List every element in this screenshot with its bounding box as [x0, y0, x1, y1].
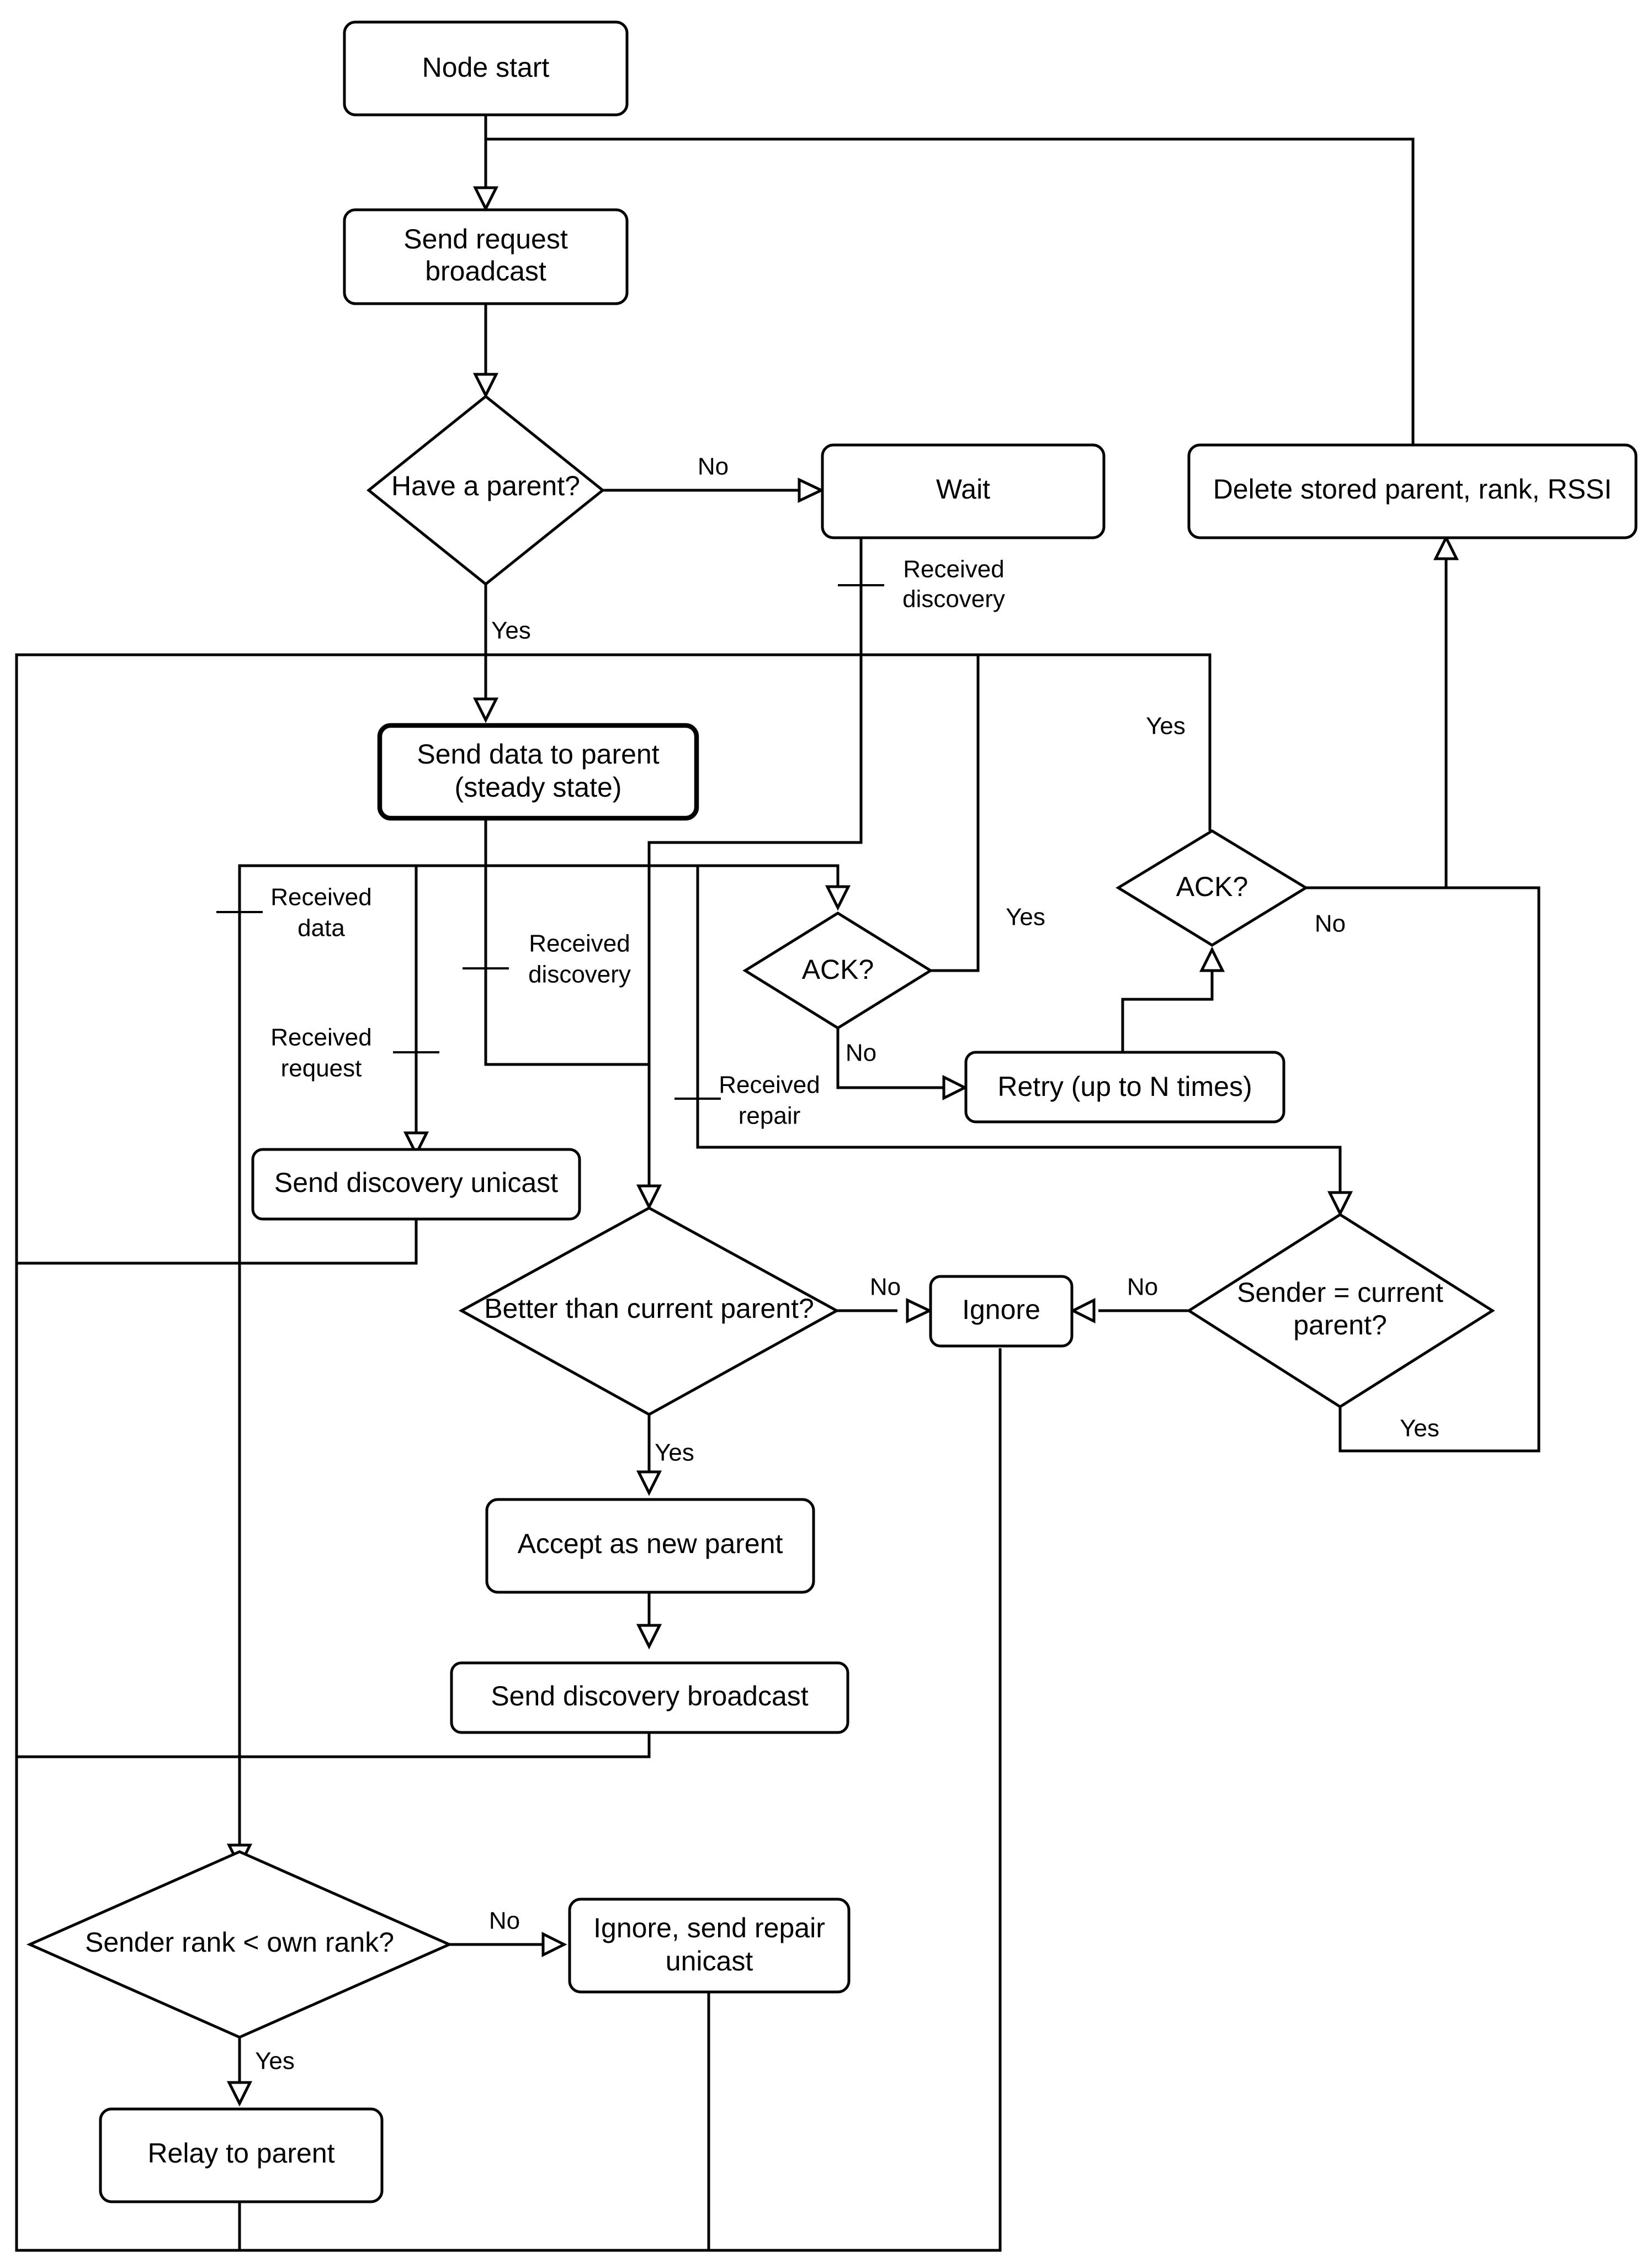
node-ignore-send-repair[interactable]: Ignore, send repair unicast	[568, 1898, 851, 1994]
edge-wait-received-discovery	[647, 538, 863, 1185]
arrowhead	[226, 2081, 253, 2107]
node-send-request-label-2: broadcast	[425, 256, 546, 287]
edge-return-loop-frame	[15, 653, 1212, 2252]
edge-received-discovery-steady	[484, 866, 649, 1066]
node-ignore-repair-label-1: Ignore, send repair	[593, 1912, 825, 1943]
arrowhead	[906, 1298, 933, 1323]
edge-ack-mid-yes	[931, 655, 980, 972]
decision-have-parent-label: Have a parent?	[391, 470, 580, 501]
decision-sender-rank[interactable]: Sender rank < own rank?	[26, 1850, 453, 2039]
node-send-discovery-broadcast[interactable]: Send discovery broadcast	[450, 1661, 849, 1734]
label-no-better: No	[870, 1274, 901, 1301]
edge-send-data-fan	[238, 819, 487, 1851]
decision-ack-right-label: ACK?	[1176, 871, 1248, 902]
edge-ack-right-no	[1305, 557, 1448, 889]
node-accept-label: Accept as new parent	[518, 1528, 783, 1559]
edge-unicast-to-loop	[17, 1218, 418, 1265]
label-received-request-1: Received	[270, 1024, 371, 1051]
decision-ack-right[interactable]: ACK?	[1115, 829, 1309, 947]
edge-labels: No Yes Received discovery Yes No Yes No …	[255, 453, 1439, 2075]
label-no-ack-right: No	[1315, 910, 1346, 937]
decision-have-parent[interactable]: Have a parent?	[366, 394, 605, 586]
node-ignore-repair-label-2: unicast	[666, 1946, 753, 1976]
arrowhead	[825, 885, 851, 911]
arrowhead	[541, 1931, 567, 1958]
node-retry[interactable]: Retry (up to N times)	[964, 1051, 1285, 1124]
arrowhead	[1199, 946, 1225, 972]
arrowhead	[942, 1074, 968, 1101]
label-received-discovery-steady-1: Received	[529, 930, 630, 957]
label-received-request-2: request	[281, 1055, 362, 1082]
node-send-discovery-unicast[interactable]: Send discovery unicast	[251, 1148, 581, 1221]
node-retry-label: Retry (up to N times)	[997, 1071, 1252, 1102]
node-wait[interactable]: Wait	[821, 443, 1106, 539]
label-received-repair-2: repair	[739, 1103, 801, 1130]
node-send-discovery-broadcast-label: Send discovery broadcast	[491, 1681, 808, 1711]
label-yes-sender-current: Yes	[1400, 1415, 1439, 1442]
node-accept-new-parent[interactable]: Accept as new parent	[485, 1498, 815, 1594]
label-received-discovery-wait-1: Received	[903, 556, 1004, 583]
label-received-data-1: Received	[270, 884, 371, 911]
label-received-data-2: data	[297, 915, 345, 942]
node-send-data-label-2: (steady state)	[455, 772, 622, 803]
decision-ack-mid[interactable]: ACK?	[742, 912, 933, 1030]
node-delete-stored[interactable]: Delete stored parent, rank, RSSI	[1187, 443, 1638, 539]
edge-delete-to-request-loop	[486, 137, 1415, 444]
node-start[interactable]: Node start	[343, 20, 629, 116]
label-no-have-parent: No	[698, 453, 729, 480]
arrowhead	[1327, 1191, 1353, 1217]
label-received-discovery-steady-2: discovery	[528, 961, 631, 988]
arrowhead	[636, 1624, 662, 1650]
arrowhead	[403, 1131, 429, 1157]
edge-broadcast-to-loop	[17, 1732, 651, 1758]
edges	[15, 116, 1540, 2252]
label-yes-have-parent: Yes	[491, 617, 531, 644]
decision-sender-current-parent[interactable]: Sender = current parent?	[1186, 1213, 1495, 1408]
label-yes-better: Yes	[655, 1439, 694, 1466]
decision-better-than-parent[interactable]: Better than current parent?	[458, 1206, 840, 1416]
label-no-ack-mid: No	[846, 1040, 876, 1067]
decision-ack-mid-label: ACK?	[802, 954, 874, 985]
edge-received-repair	[696, 866, 1342, 1195]
node-ignore[interactable]: Ignore	[929, 1275, 1074, 1348]
label-yes-sender-rank: Yes	[255, 2048, 295, 2075]
node-send-data-steady[interactable]: Send data to parent (steady state)	[377, 723, 699, 821]
edge-retry-to-ack	[1121, 971, 1214, 1051]
arrowhead	[472, 697, 499, 723]
node-start-label: Node start	[422, 52, 550, 83]
node-wait-label: Wait	[936, 474, 990, 505]
label-yes-ack-mid: Yes	[1006, 904, 1045, 931]
label-no-sender-rank: No	[489, 1907, 520, 1935]
edge-sender-current-yes	[1338, 886, 1540, 1453]
node-relay-label: Relay to parent	[147, 2138, 334, 2169]
arrowhead	[1070, 1297, 1096, 1324]
decision-better-than-label: Better than current parent?	[484, 1293, 814, 1324]
arrowhead	[636, 1184, 662, 1210]
arrowheads	[226, 186, 1459, 2107]
arrowhead	[472, 186, 499, 212]
label-no-sender-current: No	[1127, 1274, 1158, 1301]
node-delete-stored-label: Delete stored parent, rank, RSSI	[1213, 474, 1612, 505]
arrowhead	[798, 478, 825, 503]
arrowhead	[1433, 534, 1459, 560]
decision-sender-current-label-1: Sender = current	[1237, 1277, 1443, 1308]
label-received-repair-1: Received	[719, 1072, 820, 1099]
arrowhead	[636, 1470, 662, 1496]
node-send-data-label-1: Send data to parent	[417, 739, 659, 770]
arrowhead	[472, 373, 499, 399]
node-ignore-label: Ignore	[962, 1294, 1040, 1325]
node-send-discovery-unicast-label: Send discovery unicast	[274, 1167, 558, 1198]
decision-sender-current-label-2: parent?	[1293, 1310, 1387, 1340]
node-relay-to-parent[interactable]: Relay to parent	[99, 2107, 384, 2203]
edge-ticks	[216, 584, 884, 1100]
node-send-request-label-1: Send request	[403, 224, 568, 255]
node-send-request-broadcast[interactable]: Send request broadcast	[343, 208, 629, 305]
label-received-discovery-wait-2: discovery	[902, 586, 1005, 613]
label-yes-ack-right: Yes	[1146, 713, 1186, 740]
decision-sender-rank-label: Sender rank < own rank?	[85, 1927, 394, 1958]
edge-fan-top	[240, 864, 840, 891]
edge-ack-mid-no	[836, 1028, 944, 1089]
